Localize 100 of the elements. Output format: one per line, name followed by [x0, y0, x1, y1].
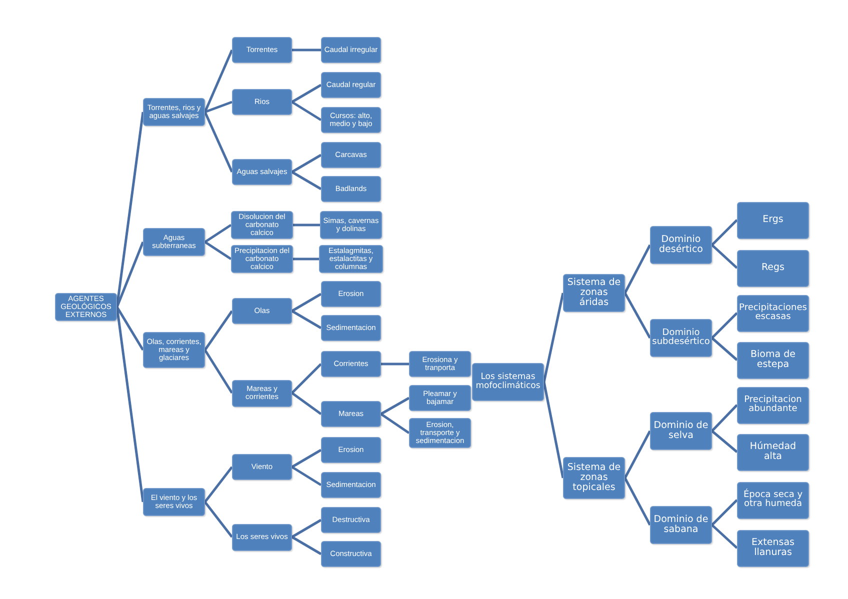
connector-line	[291, 536, 322, 556]
connector-line	[204, 349, 234, 394]
concept-box	[737, 342, 809, 378]
concept-box	[737, 386, 809, 424]
connector-line	[116, 242, 144, 308]
concept-box	[232, 37, 292, 63]
concept-box	[563, 457, 625, 499]
connector-line	[542, 382, 564, 478]
connector-line	[711, 219, 738, 246]
box-label: Bioma de estepa	[750, 350, 796, 370]
concept-box	[232, 380, 292, 406]
connector-line	[204, 224, 232, 244]
concept-box	[737, 202, 809, 238]
concept-box	[409, 385, 471, 411]
concept-box	[472, 363, 544, 401]
box-label: Sistema de zonas topicales	[566, 463, 622, 493]
concept-box	[321, 541, 381, 567]
connector-line	[204, 111, 234, 173]
connector-line	[291, 518, 322, 538]
concept-box	[232, 454, 292, 480]
box-label: Húmedad alta	[748, 442, 798, 462]
connector-line	[381, 362, 409, 366]
concept-box	[143, 488, 205, 516]
connector-line	[291, 392, 322, 416]
concept-box	[737, 530, 809, 566]
connector-line	[204, 501, 233, 538]
connector-line	[291, 170, 322, 190]
connector-line	[291, 448, 322, 468]
box-label: Época seca y otra humeda	[742, 490, 804, 510]
concept-box	[321, 37, 381, 63]
box-label: Precipitaciones escasas	[739, 304, 807, 322]
connector-line	[711, 244, 738, 269]
connector-line	[711, 337, 738, 361]
connector-line	[380, 412, 410, 434]
concept-box	[650, 506, 712, 544]
concept-box	[650, 226, 712, 264]
concept-box	[231, 211, 293, 239]
connector-line	[542, 292, 564, 382]
concept-box	[143, 332, 205, 368]
concept-box	[55, 293, 117, 321]
box-label: Dominio de sabana	[653, 515, 709, 535]
concept-box	[737, 294, 809, 332]
concept-box	[232, 89, 292, 115]
connector-line	[204, 310, 234, 351]
box-label: Sistema de zonas áridas	[566, 278, 622, 308]
concept-box	[409, 351, 471, 377]
connector-line	[291, 154, 322, 174]
box-label: Precipitacion abundante	[743, 396, 803, 414]
concept-box	[321, 176, 381, 202]
box-label: Dominio subdesértico	[652, 328, 710, 348]
connector-line	[116, 306, 144, 351]
concept-box	[232, 524, 292, 550]
concept-box	[321, 281, 381, 307]
concept-box	[143, 98, 205, 126]
concept-box	[650, 412, 712, 450]
concept-box	[321, 72, 381, 98]
connector-line	[711, 312, 738, 339]
concept-box	[650, 319, 712, 357]
connector-line	[291, 292, 322, 312]
concept-box	[321, 401, 381, 427]
connector-line	[624, 292, 652, 339]
connector-line	[624, 244, 652, 294]
concept-box	[321, 507, 381, 533]
connector-line	[711, 404, 738, 432]
concept-box	[737, 434, 809, 470]
concept-box	[737, 250, 809, 286]
box-label: Regs	[762, 263, 784, 273]
concept-box	[321, 142, 381, 168]
connector-line	[292, 48, 321, 52]
connector-line	[711, 430, 738, 453]
connector-line	[291, 84, 322, 104]
connector-line	[380, 396, 410, 416]
connector-line	[624, 430, 652, 479]
connector-line	[711, 524, 738, 549]
box-label: Dominio desértico	[658, 235, 704, 255]
concept-box	[321, 107, 381, 133]
connector-line	[204, 466, 233, 503]
concept-box	[232, 298, 292, 324]
concept-box	[409, 418, 471, 448]
concept-box	[321, 437, 381, 463]
connector-line	[293, 224, 320, 226]
connector-line	[291, 466, 322, 486]
connector-line	[624, 477, 652, 526]
box-label: Extensas llanuras	[750, 538, 796, 558]
concept-box	[321, 472, 381, 498]
connector-line	[291, 100, 322, 122]
connector-line	[711, 499, 738, 526]
box-label: Ergs	[762, 215, 784, 225]
concept-box	[320, 211, 382, 239]
concept-box	[321, 315, 381, 341]
box-label: Dominio de selva	[653, 421, 709, 441]
concept-box	[737, 482, 809, 518]
connector-line	[291, 363, 322, 394]
connector-line	[204, 50, 234, 112]
connector-line	[204, 100, 232, 114]
concept-box	[321, 351, 381, 377]
concept-box	[319, 245, 383, 273]
concept-box	[143, 228, 205, 256]
connector-line	[204, 240, 232, 260]
connector-line	[293, 258, 319, 260]
